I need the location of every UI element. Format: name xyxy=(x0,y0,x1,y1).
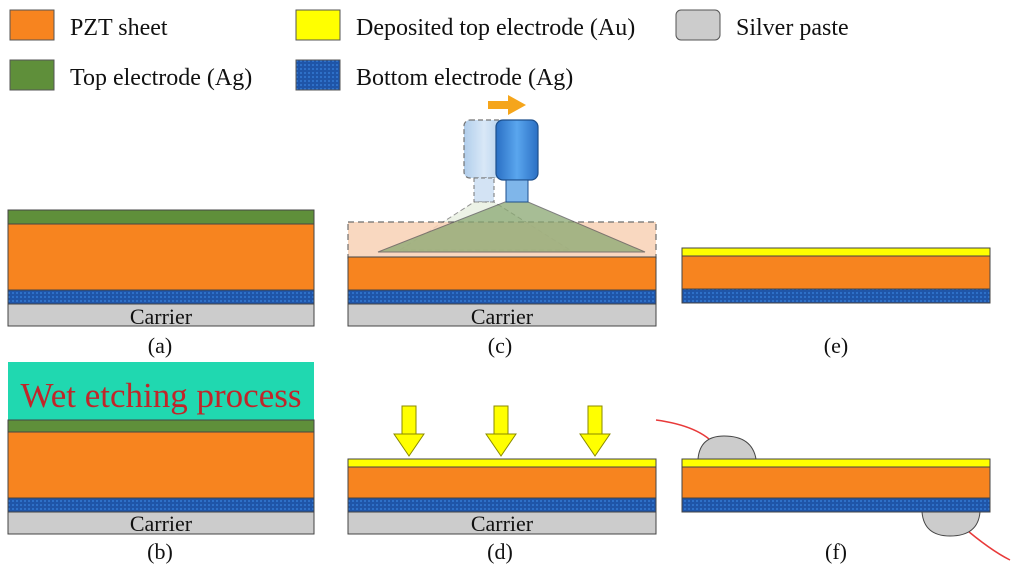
carrier-label: Carrier xyxy=(471,304,534,329)
panel-b: Wet etching process Carrier (b) xyxy=(7,362,315,564)
panel-a: Carrier (a) xyxy=(7,209,315,358)
panel-label-e: (e) xyxy=(824,333,848,358)
legend-item-pzt: PZT sheet xyxy=(9,9,168,41)
carrier-label: Carrier xyxy=(471,511,534,536)
wet-etching-text: Wet etching process xyxy=(21,376,302,415)
legend-item-au: Deposited top electrode (Au) xyxy=(295,9,635,41)
legend: PZT sheet Deposited top electrode (Au) S… xyxy=(9,9,849,91)
panel-d: Carrier (d) xyxy=(347,405,657,564)
move-right-arrow xyxy=(488,95,526,115)
down-arrow-icon xyxy=(485,405,517,457)
panel-label-f: (f) xyxy=(825,539,847,564)
svg-text:Silver paste: Silver paste xyxy=(736,15,849,41)
panel-label-c: (c) xyxy=(488,333,512,358)
spray-nozzle xyxy=(495,119,539,203)
panel-label-a: (a) xyxy=(148,333,172,358)
down-arrow-icon xyxy=(393,405,425,457)
panel-c: Carrier (c) xyxy=(347,95,657,358)
svg-text:Bottom electrode (Ag): Bottom electrode (Ag) xyxy=(356,65,573,91)
svg-text:Top electrode (Ag): Top electrode (Ag) xyxy=(70,65,252,91)
top-silver-paste xyxy=(697,435,757,460)
wet-etching-band xyxy=(8,362,314,420)
svg-text:PZT sheet: PZT sheet xyxy=(70,15,168,41)
svg-text:Deposited top electrode (Au): Deposited top electrode (Au) xyxy=(356,15,635,41)
legend-item-ag-bottom: Bottom electrode (Ag) xyxy=(295,59,573,91)
panel-label-d: (d) xyxy=(487,539,513,564)
bottom-silver-paste xyxy=(921,511,981,537)
panel-f: (f) xyxy=(655,419,1011,564)
legend-item-ag-top: Top electrode (Ag) xyxy=(9,59,252,91)
down-arrow-icon xyxy=(579,405,611,457)
carrier-label: Carrier xyxy=(130,304,193,329)
panel-label-b: (b) xyxy=(147,539,173,564)
deposition-arrows xyxy=(393,405,611,457)
panel-e: (e) xyxy=(681,247,991,358)
carrier-label: Carrier xyxy=(130,511,193,536)
legend-item-silver-paste: Silver paste xyxy=(675,9,849,41)
